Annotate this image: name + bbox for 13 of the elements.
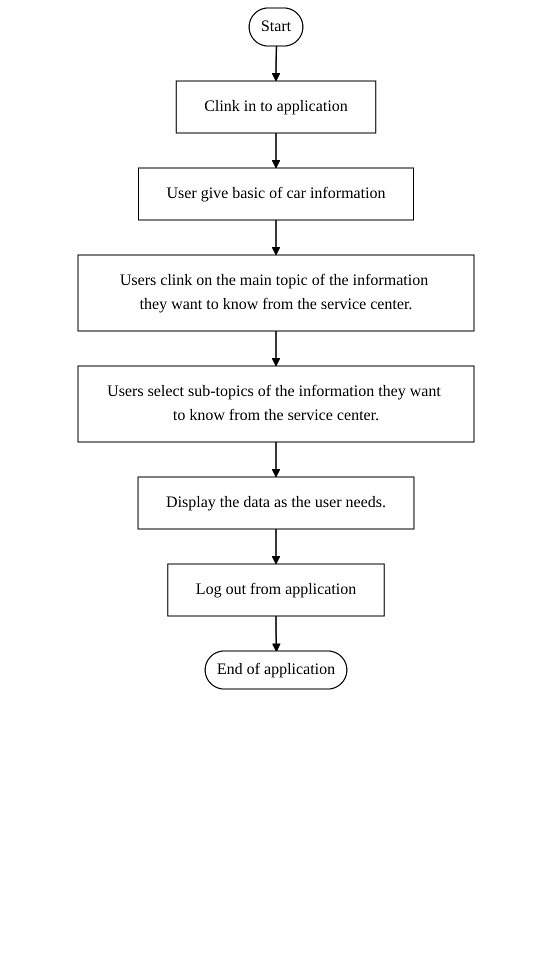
node-box: Display the data as the user needs. (138, 476, 414, 530)
node-box: User give basic of car information (138, 168, 414, 220)
node-box: Users select sub-topics of the information they want to know from the service center. (78, 366, 474, 442)
arrow (272, 442, 280, 478)
node-box: Clink in to application (176, 80, 376, 134)
arrow (272, 529, 280, 564)
arrow (272, 331, 280, 366)
arrow (272, 46, 280, 82)
arrow (272, 616, 281, 652)
node-box: Log out from application (167, 564, 385, 616)
arrow (272, 220, 280, 256)
arrow (272, 133, 280, 168)
node-box: Users clink on the main topic of the information they want to know from the service center. (78, 254, 474, 332)
